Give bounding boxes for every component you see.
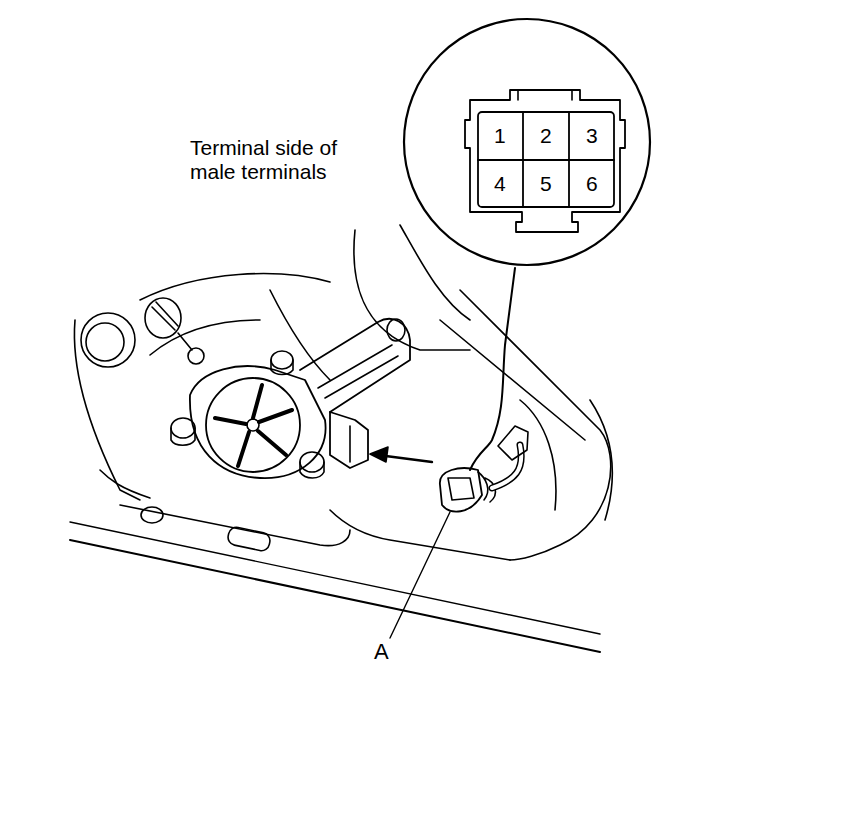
pin-number: 5 <box>540 172 552 196</box>
pin-number: 1 <box>494 124 506 148</box>
callout-letter: A <box>374 639 389 664</box>
pin-number: 3 <box>586 124 598 148</box>
pin-number: 4 <box>494 172 506 196</box>
view-caption: Terminal side of male terminals <box>190 136 380 184</box>
pin-number: 2 <box>540 124 552 148</box>
pin-number: 6 <box>586 172 598 196</box>
